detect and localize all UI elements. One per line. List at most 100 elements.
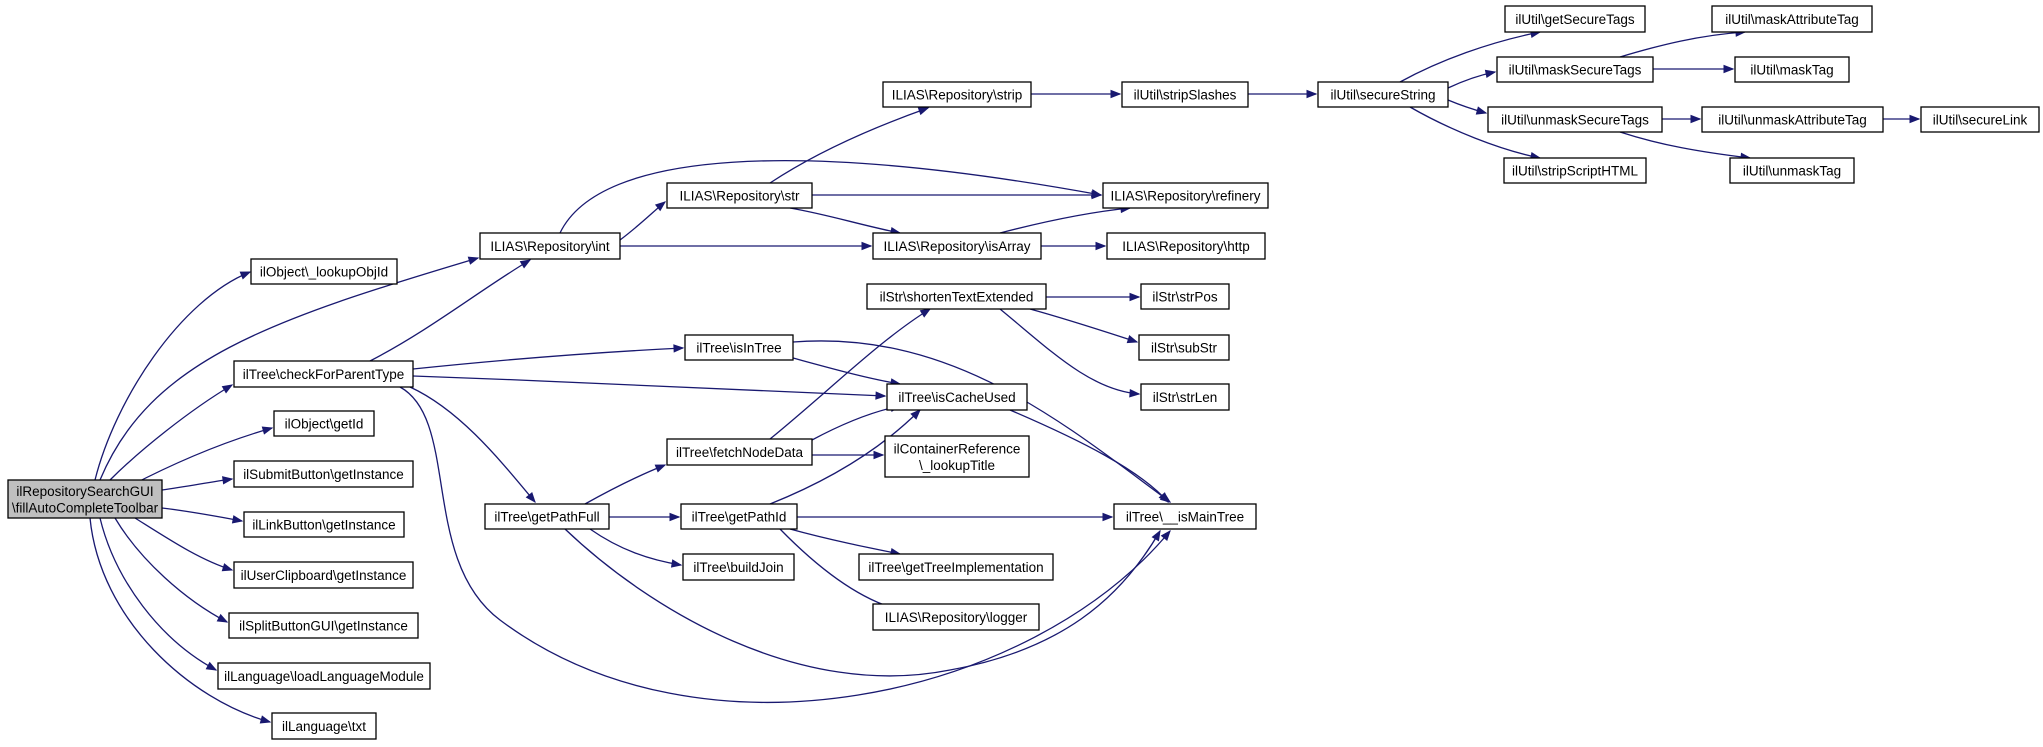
node-buildJoin[interactable]: ilTree\buildJoin [682, 553, 795, 581]
node-strPos[interactable]: ilStr\strPos [1140, 283, 1230, 310]
node-box [1140, 383, 1230, 411]
node-strLen[interactable]: ilStr\strLen [1140, 383, 1230, 411]
edge-repoIsArray-to-refinery [999, 207, 1131, 234]
node-repoInt[interactable]: ILIAS\Repository\int [479, 232, 621, 260]
node-label: ilUtil\unmaskAttributeTag [1718, 113, 1867, 128]
node-repoStrip[interactable]: ILIAS\Repository\strip [882, 81, 1032, 108]
node-maskAttributeTag[interactable]: ilUtil\maskAttributeTag [1711, 5, 1873, 33]
node-label: ilUtil\stripSlashes [1134, 88, 1237, 103]
arrowhead-unmaskSecureTags-to-unmaskAttributeTag [1690, 114, 1702, 124]
node-box [7, 479, 163, 519]
node-label: ilTree\checkForParentType [243, 367, 405, 382]
node-label: ilSubmitButton\getInstance [243, 467, 404, 482]
node-isCacheUsed[interactable]: ilTree\isCacheUsed [886, 383, 1028, 411]
arrowhead-repoStr-to-repoStrip [917, 107, 930, 116]
node-repoHttp[interactable]: ILIAS\Repository\http [1106, 232, 1266, 260]
edge-repoInt-to-refinery [559, 160, 1102, 234]
node-stripSlashes[interactable]: ilUtil\stripSlashes [1121, 81, 1249, 108]
edge-shortenText-to-strLen [999, 308, 1140, 395]
node-label: ilTree\buildJoin [693, 560, 783, 575]
node-label: ILIAS\Repository\refinery [1110, 189, 1260, 204]
node-label: ILIAS\Repository\logger [885, 610, 1028, 625]
edge-secureString-to-getSecureTags [1399, 31, 1541, 83]
edge-fetchNodeData-to-shortenText [769, 308, 931, 440]
edge-isInTree-to-isCacheUsed [792, 357, 901, 385]
arrowhead-shortenText-to-subStr [1126, 335, 1139, 344]
node-langTxt[interactable]: ilLanguage\txt [271, 712, 377, 740]
node-label: ilRepositorySearchGUI [16, 484, 153, 499]
node-box [243, 511, 405, 538]
node-subStr[interactable]: ilStr\subStr [1138, 334, 1230, 361]
arrowhead-getPathFull-to-getPathId [669, 512, 681, 522]
node-getPathId[interactable]: ilTree\getPathId [680, 503, 798, 530]
node-root[interactable]: ilRepositorySearchGUI\fillAutoCompleteTo… [7, 479, 163, 519]
node-box [684, 334, 794, 361]
node-box [1496, 56, 1654, 83]
node-label: ilTree\isCacheUsed [898, 390, 1015, 405]
edge-root-to-getId [129, 427, 273, 487]
arrowhead-repoStrip-to-stripSlashes [1110, 89, 1122, 99]
node-label: ilUtil\secureLink [1933, 113, 2028, 128]
node-box [1734, 56, 1850, 83]
node-isInTree[interactable]: ilTree\isInTree [684, 334, 794, 361]
arrowhead-unmaskAttributeTag-to-secureLink [1909, 114, 1921, 124]
node-unmaskAttributeTag[interactable]: ilUtil\unmaskAttributeTag [1701, 106, 1884, 133]
node-checkForParentType[interactable]: ilTree\checkForParentType [233, 360, 414, 388]
node-isMainTree[interactable]: ilTree\__isMainTree [1113, 503, 1257, 530]
node-box [1317, 81, 1449, 108]
node-lookupObjId[interactable]: ilObject\_lookupObjId [250, 258, 398, 285]
arrowhead-root-to-splitGetInstance [216, 613, 229, 623]
node-getPathFull[interactable]: ilTree\getPathFull [484, 503, 610, 530]
node-getId[interactable]: ilObject\getId [273, 410, 375, 437]
node-label: ilLanguage\loadLanguageModule [224, 669, 424, 684]
edge-layer [89, 28, 1921, 724]
node-label: ilLanguage\txt [282, 719, 366, 734]
node-label: ilUserClipboard\getInstance [241, 568, 407, 583]
edge-checkForParentType-to-getPathFull [409, 386, 536, 503]
arrowhead-isCacheUsed-to-isMainTree [1158, 492, 1169, 504]
edge-isCacheUsed-to-isMainTree [1009, 409, 1169, 503]
node-label: ilContainerReference [894, 441, 1021, 456]
node-repoStr[interactable]: ILIAS\Repository\str [666, 182, 813, 209]
arrowhead-stripSlashes-to-secureString [1306, 89, 1318, 99]
node-label: ILIAS\Repository\http [1122, 239, 1250, 254]
arrowhead-fetchNodeData-to-lookupTitle [873, 450, 885, 460]
arrowhead-getPathId-to-isCacheUsed [910, 409, 921, 420]
node-box [1140, 283, 1230, 310]
node-refinery[interactable]: ILIAS\Repository\refinery [1102, 182, 1269, 209]
node-fetchNodeData[interactable]: ilTree\fetchNodeData [666, 438, 813, 466]
edge-checkForParentType-to-isCacheUsed [412, 375, 886, 397]
node-getSecureTags[interactable]: ilUtil\getSecureTags [1504, 5, 1646, 33]
node-lookupTitle[interactable]: ilContainerReference\_lookupTitle [884, 435, 1030, 478]
node-label: ilUtil\maskAttributeTag [1725, 12, 1859, 27]
node-linkGetInstance[interactable]: ilLinkButton\getInstance [243, 511, 405, 538]
node-box [1920, 106, 2040, 133]
node-shortenText[interactable]: ilStr\shortenTextExtended [866, 283, 1047, 310]
node-box [882, 81, 1032, 108]
node-box [484, 503, 610, 530]
node-box [872, 232, 1042, 260]
node-stripScriptHTML[interactable]: ilUtil\stripScriptHTML [1503, 157, 1647, 184]
node-loadLangModule[interactable]: ilLanguage\loadLanguageModule [217, 662, 431, 690]
node-label: \fillAutoCompleteToolbar [12, 500, 159, 515]
node-unmaskTag[interactable]: ilUtil\unmaskTag [1729, 157, 1855, 184]
node-submitGetInstance[interactable]: ilSubmitButton\getInstance [233, 460, 414, 488]
node-unmaskSecureTags[interactable]: ilUtil\unmaskSecureTags [1487, 106, 1663, 133]
node-splitGetInstance[interactable]: ilSplitButtonGUI\getInstance [228, 612, 419, 639]
arrowhead-getPathFull-to-buildJoin [670, 559, 683, 568]
node-box [872, 603, 1040, 631]
node-clipGetInstance[interactable]: ilUserClipboard\getInstance [233, 561, 414, 589]
node-repoIsArray[interactable]: ILIAS\Repository\isArray [872, 232, 1042, 260]
node-getTreeImpl[interactable]: ilTree\getTreeImplementation [858, 553, 1054, 581]
node-label: ilObject\_lookupObjId [260, 265, 388, 280]
arrowhead-root-to-getId [261, 426, 274, 435]
node-label: ILIAS\Repository\strip [892, 88, 1023, 103]
node-secureLink[interactable]: ilUtil\secureLink [1920, 106, 2040, 133]
node-repoLogger[interactable]: ILIAS\Repository\logger [872, 603, 1040, 631]
node-label: ILIAS\Repository\isArray [883, 239, 1030, 254]
node-maskTag[interactable]: ilUtil\maskTag [1734, 56, 1850, 83]
node-label: ilUtil\secureString [1330, 88, 1435, 103]
node-secureString[interactable]: ilUtil\secureString [1317, 81, 1449, 108]
node-maskSecureTags[interactable]: ilUtil\maskSecureTags [1496, 56, 1654, 83]
edge-root-to-repoInt [99, 257, 479, 481]
